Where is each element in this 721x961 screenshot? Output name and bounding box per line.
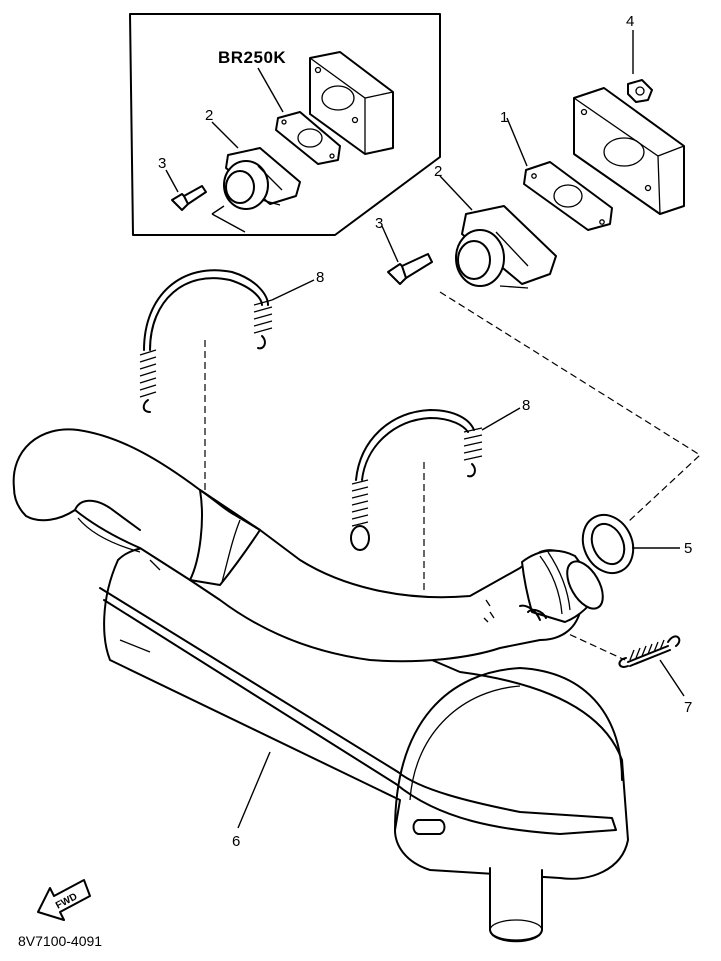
spring-part-8-left xyxy=(139,269,273,413)
callout-3: 3 xyxy=(375,215,383,232)
inset-gasket xyxy=(275,111,341,165)
nut-part-4 xyxy=(627,79,653,103)
gasket-ring-part-5 xyxy=(581,513,635,575)
callout-1: 1 xyxy=(500,109,508,126)
inset-spacer-block xyxy=(309,51,394,155)
callout-7: 7 xyxy=(684,699,692,716)
assembly-guide-line xyxy=(439,291,701,523)
callout-2: 2 xyxy=(434,163,442,180)
callout-4: 4 xyxy=(626,13,634,30)
spring-guide-line-7 xyxy=(559,629,626,661)
exhaust-header-pipe xyxy=(12,428,604,663)
bolt-part-3 xyxy=(387,253,433,285)
spring-part-7 xyxy=(618,635,681,668)
forward-direction-arrow: FWD xyxy=(37,879,91,921)
callout-2-inset: 2 xyxy=(205,107,213,124)
callout-6: 6 xyxy=(232,833,240,850)
variant-label-leader xyxy=(257,67,284,113)
callout-8-right: 8 xyxy=(522,397,530,414)
spacer-block xyxy=(573,87,685,215)
variant-inset-box: BR250K 2 xyxy=(129,13,441,236)
inset-bolt xyxy=(171,185,207,211)
callout-5: 5 xyxy=(684,540,692,557)
muffler-part-6 xyxy=(99,545,629,943)
callout-8-left: 8 xyxy=(316,269,324,286)
spring-part-8-right xyxy=(350,409,483,551)
callout-3-inset: 3 xyxy=(158,155,166,172)
inset-exhaust-joint xyxy=(223,147,301,210)
figure-code: 8V7100-4091 xyxy=(18,933,102,949)
variant-label: BR250K xyxy=(218,48,286,67)
exhaust-joint-part-2 xyxy=(455,205,557,289)
gasket-part-1 xyxy=(523,161,613,231)
